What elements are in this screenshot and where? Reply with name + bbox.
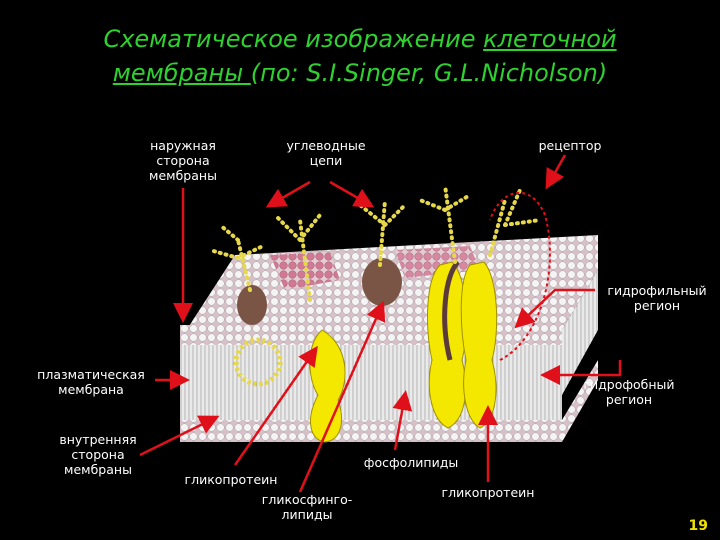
page-number: 19 — [688, 518, 708, 534]
label-hydrophilic-region: гидрофильный регион — [607, 283, 707, 313]
label-glycoprotein-left: гликопротеин — [184, 472, 278, 487]
label-glycosphingolipids: гликосфинго- липиды — [261, 492, 353, 522]
glycolipid-cluster — [233, 337, 283, 387]
glycoprotein-left — [309, 329, 346, 443]
label-receptor: рецептор — [538, 138, 602, 153]
label-arrows — [139, 154, 622, 493]
brown-protein-1 — [237, 285, 267, 325]
carbohydrate-chains — [208, 183, 542, 302]
outer-head-pink-patches-2 — [395, 246, 480, 278]
side-inner-heads — [562, 360, 598, 442]
label-phospholipids: фосфолипиды — [363, 455, 459, 470]
title-link-membrane[interactable]: мембраны — [112, 59, 251, 87]
label-plasma-membrane: плазматическая мембрана — [37, 367, 145, 397]
receptor-dotted-outline — [489, 191, 551, 361]
label-carbohydrate-chains: углеводные цепи — [286, 138, 366, 168]
label-hydrophobic-region: гидрофобный регион — [583, 377, 675, 407]
label-inner-side: внутренняя сторона мембраны — [59, 432, 137, 477]
title-link-cellular[interactable]: клеточной — [483, 25, 617, 53]
front-tails — [180, 345, 562, 425]
label-glycoprotein-right: гликопротеин — [441, 485, 535, 500]
label-outer-side: наружная сторона мембраны — [149, 138, 217, 183]
side-face — [562, 270, 598, 395]
slide-title: Схематическое изображение клеточной мемб… — [103, 25, 617, 87]
brown-protein-2 — [362, 258, 402, 306]
front-inner-heads — [180, 420, 562, 442]
receptor-protein — [427, 260, 498, 429]
